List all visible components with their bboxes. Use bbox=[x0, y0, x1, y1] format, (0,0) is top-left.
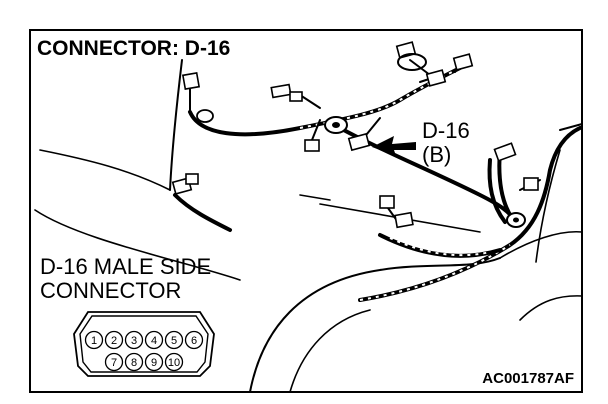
pin-label: 4 bbox=[151, 335, 157, 347]
callout-arrow-icon bbox=[372, 136, 416, 156]
pin-label: 10 bbox=[168, 357, 180, 369]
harness-connectors bbox=[171, 41, 539, 229]
pin-label: 6 bbox=[191, 335, 197, 347]
pin-4 bbox=[144, 330, 164, 350]
pin-label: 8 bbox=[131, 357, 137, 369]
pin-1 bbox=[84, 330, 104, 350]
pin-label: 1 bbox=[91, 335, 97, 347]
pin-7 bbox=[104, 352, 124, 372]
connector-label-line2: CONNECTOR bbox=[40, 278, 181, 303]
pin-9 bbox=[144, 352, 164, 372]
vehicle-body bbox=[34, 59, 583, 393]
diagram-title: CONNECTOR: D-16 bbox=[37, 37, 230, 60]
pin-3 bbox=[124, 330, 144, 350]
wiring-harness bbox=[173, 66, 582, 302]
pin-row-bottom: 7 8 9 10 bbox=[104, 352, 184, 372]
pin-label: 3 bbox=[131, 335, 137, 347]
callout-label: D-16 bbox=[422, 118, 470, 143]
figure-code: AC001787AF bbox=[482, 370, 574, 387]
pin-5 bbox=[164, 330, 184, 350]
callout-sublabel: (B) bbox=[422, 142, 451, 167]
pin-label: 7 bbox=[111, 357, 117, 369]
pin-label: 2 bbox=[111, 335, 117, 347]
pin-label: 9 bbox=[151, 357, 157, 369]
pin-label: 5 bbox=[171, 335, 177, 347]
connector-face: 1 2 3 4 5 6 7 8 9 10 bbox=[73, 311, 215, 377]
grommets bbox=[196, 53, 526, 228]
pin-10 bbox=[164, 352, 184, 372]
pin-6 bbox=[184, 330, 204, 350]
pin-8 bbox=[124, 352, 144, 372]
pin-2 bbox=[104, 330, 124, 350]
pin-row-top: 1 2 3 4 5 6 bbox=[84, 330, 204, 350]
connector-label-line1: D-16 MALE SIDE bbox=[40, 254, 211, 279]
